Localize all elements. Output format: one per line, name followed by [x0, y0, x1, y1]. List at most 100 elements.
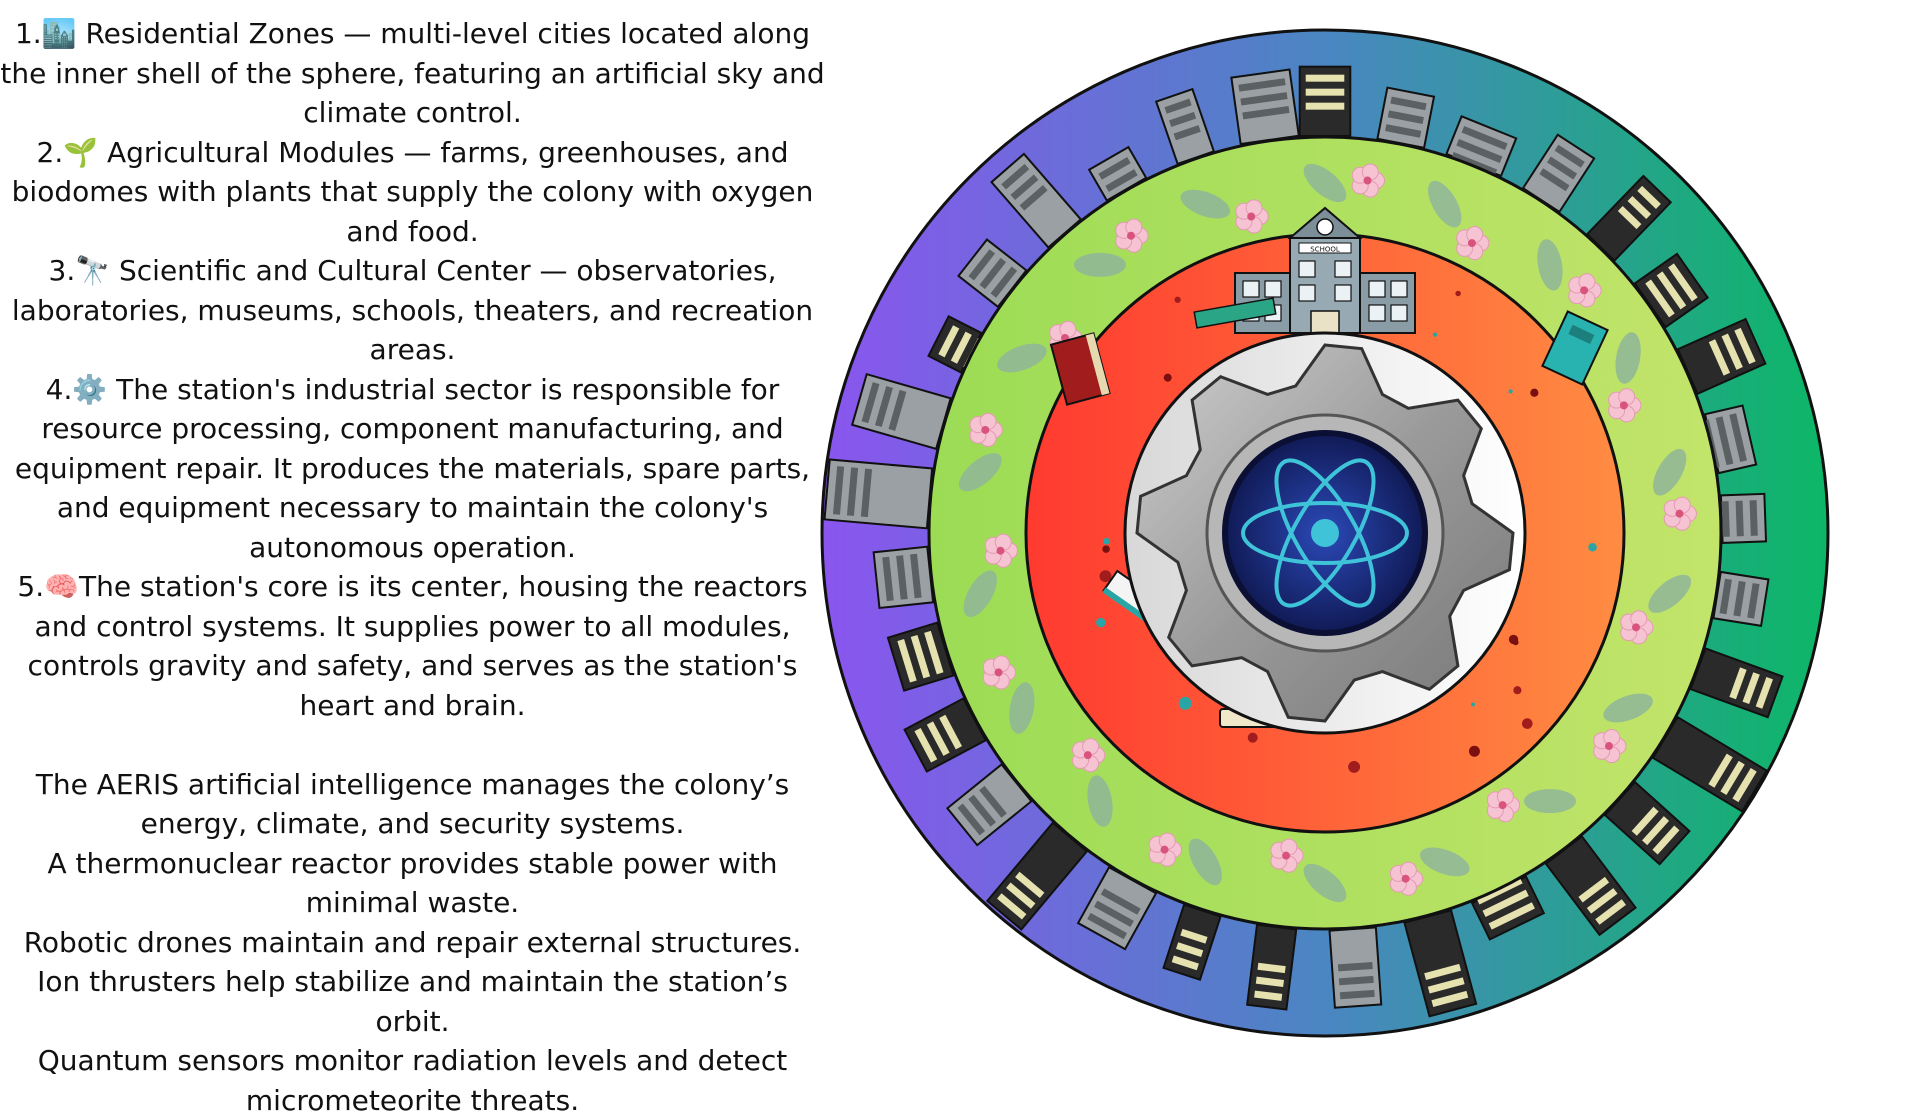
dot [1102, 545, 1110, 553]
building [823, 458, 934, 530]
window [1264, 280, 1282, 298]
leaf [1653, 448, 1687, 496]
dot [1174, 296, 1181, 303]
dot [1530, 388, 1539, 397]
module-3-description: 3.🔭 Scientific and Cultural Center — obs… [11, 254, 814, 366]
building [1328, 926, 1383, 1009]
building [1719, 492, 1768, 544]
building [1298, 65, 1352, 137]
flower [1235, 199, 1269, 234]
leaf [1009, 682, 1035, 734]
flower [1351, 163, 1385, 198]
building [1246, 923, 1298, 1011]
flower [984, 533, 1018, 568]
flower [1568, 273, 1602, 308]
dot [1348, 760, 1361, 773]
window [1390, 304, 1408, 322]
dot [1096, 617, 1106, 628]
flower [1593, 728, 1627, 764]
building [872, 545, 935, 610]
building [850, 372, 952, 451]
gear-icon: ⚙️ [72, 372, 108, 406]
building [886, 621, 955, 692]
note-aeris: The AERIS artificial intelligence manage… [35, 767, 790, 841]
dot [1432, 332, 1438, 337]
dot [1099, 570, 1112, 583]
leaf [1537, 239, 1563, 291]
window [1334, 284, 1352, 302]
dot [1247, 732, 1258, 743]
flower [982, 655, 1017, 690]
building [1154, 87, 1216, 166]
flower [969, 412, 1003, 448]
dot [1455, 290, 1461, 297]
dot [1163, 373, 1172, 382]
leaf [1428, 180, 1462, 228]
building [1076, 865, 1158, 951]
leaf [1087, 775, 1113, 827]
leaf [1648, 574, 1692, 613]
school-sign: SCHOOL [1310, 246, 1340, 254]
brain-icon: 🧠 [44, 570, 79, 603]
leaf [1523, 789, 1576, 814]
note-sensors: Quantum sensors monitor radiation levels… [37, 1044, 788, 1117]
window [1242, 280, 1260, 298]
dot [1521, 718, 1533, 729]
module-4-description: 4.⚙️ The station's industrial sector is … [14, 372, 811, 564]
leaf [997, 343, 1047, 373]
city-icon: 🏙️ [41, 17, 77, 50]
dot [1513, 686, 1522, 695]
book-icon [1541, 310, 1609, 386]
window [1298, 260, 1316, 278]
dot [1468, 745, 1480, 757]
dot [1103, 537, 1110, 545]
note-thrusters: Ion thrusters help stabilize and maintai… [37, 965, 788, 1038]
telescope-icon: 🔭 [75, 254, 111, 287]
station-diagram: SCHOOL [820, 28, 1830, 1038]
building [945, 763, 1033, 847]
building [1544, 835, 1637, 937]
flower [1456, 226, 1490, 261]
flower [1072, 738, 1106, 773]
module-2-description: 2.🌱 Agricultural Modules — farms, greenh… [11, 135, 814, 248]
module-5-description: 5.🧠The station's core is its center, hou… [17, 570, 808, 722]
flower [1620, 610, 1654, 645]
leaf [1074, 252, 1127, 277]
leaf [1180, 189, 1231, 219]
leaf [1603, 693, 1653, 723]
building [1470, 875, 1546, 941]
window [1298, 284, 1316, 302]
building [1230, 68, 1300, 146]
spacer [0, 725, 825, 765]
note-reactor: A thermonuclear reactor provides stable … [47, 846, 778, 920]
building [1585, 174, 1673, 263]
window [1368, 304, 1386, 322]
flower [1608, 388, 1642, 423]
note-drones: Robotic drones maintain and repair exter… [23, 925, 802, 959]
dot [1178, 696, 1192, 710]
flower [1115, 218, 1149, 253]
leaf [1188, 838, 1222, 886]
building [990, 152, 1083, 249]
flower [1663, 496, 1697, 531]
seedling-icon: 🌱 [63, 135, 99, 169]
city-skyline [823, 65, 1784, 1018]
window [1390, 280, 1408, 298]
dot [1508, 389, 1513, 394]
book-icon [1049, 332, 1111, 406]
dot [1512, 639, 1519, 646]
building [1376, 86, 1436, 150]
dot [1588, 542, 1597, 552]
leaf [1303, 163, 1347, 203]
building [1651, 715, 1769, 813]
flower [1270, 838, 1304, 873]
flower [1389, 861, 1424, 896]
building [1676, 317, 1767, 396]
leaf [1303, 863, 1347, 903]
flower [1148, 832, 1183, 867]
atom-icon [1241, 458, 1409, 608]
book-icon [1193, 297, 1277, 329]
plant-decorations [958, 163, 1697, 903]
leaf [1615, 332, 1641, 384]
flower [1486, 788, 1521, 823]
